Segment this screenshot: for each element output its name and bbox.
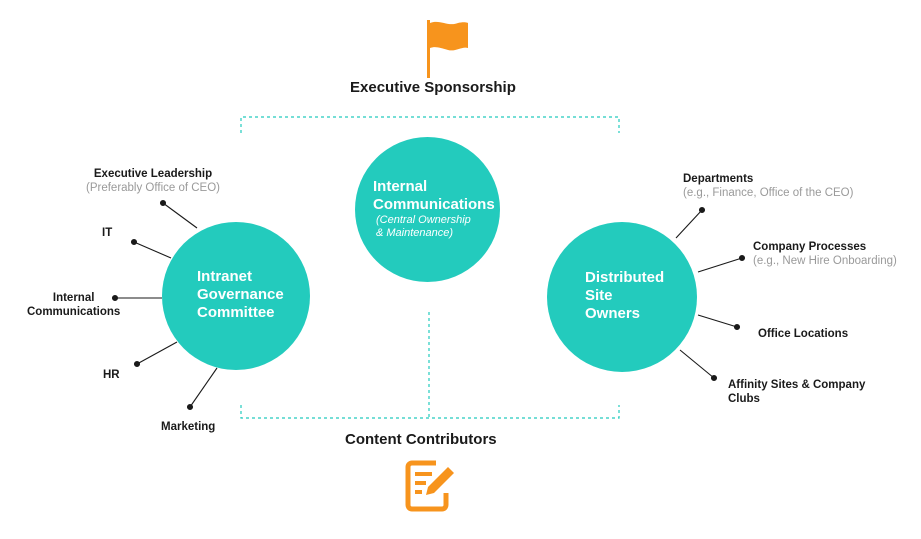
center-title-line1: Internal	[373, 178, 428, 195]
left-title-line2: Governance	[197, 286, 284, 303]
company-processes-sub: (e.g., New Hire Onboarding)	[753, 255, 897, 267]
company-processes-title: Company Processes	[753, 241, 867, 253]
label-marketing: Marketing	[161, 421, 216, 433]
intranet-governance-circle: Intranet Governance Committee	[162, 222, 310, 370]
content-contributors-heading: Content Contributors	[345, 431, 497, 448]
left-title-line3: Committee	[197, 304, 275, 321]
internal-communications-line1: Internal	[52, 292, 95, 304]
center-subtitle-line1: (Central Ownership	[376, 214, 471, 226]
label-internal-communications: Internal Communications	[27, 291, 120, 319]
internal-communications-line2: Communications	[27, 306, 121, 318]
label-affinity-sites: Affinity Sites & Company Clubs	[728, 378, 865, 406]
executive-sponsorship-heading: Executive Sponsorship	[350, 79, 516, 96]
internal-communications-circle: Internal Communications (Central Ownersh…	[355, 137, 500, 282]
label-company-processes: Company Processes (e.g., New Hire Onboar…	[753, 240, 897, 268]
label-executive-leadership: Executive Leadership (Preferably Office …	[86, 167, 220, 195]
center-subtitle-line2: & Maintenance)	[376, 227, 454, 239]
left-title-line1: Intranet	[197, 268, 253, 285]
right-title-line1: Distributed	[585, 269, 665, 286]
edit-document-icon	[404, 459, 458, 513]
affinity-sites-line1: Affinity Sites & Company	[728, 379, 866, 391]
departments-sub: (e.g., Finance, Office of the CEO)	[683, 187, 854, 199]
executive-leadership-sub: (Preferably Office of CEO)	[86, 182, 220, 194]
affinity-sites-line2: Clubs	[728, 393, 760, 405]
departments-title: Departments	[683, 173, 754, 185]
label-departments: Departments (e.g., Finance, Office of th…	[683, 172, 853, 200]
executive-leadership-title: Executive Leadership	[93, 168, 213, 180]
label-it: IT	[102, 227, 113, 239]
label-hr: HR	[103, 369, 120, 381]
flag-icon	[420, 18, 470, 80]
right-title-line3: Owners	[585, 305, 641, 322]
center-title-line2: Communications	[373, 196, 495, 213]
distributed-site-owners-circle: Distributed Site Owners	[547, 222, 697, 372]
label-office-locations: Office Locations	[758, 328, 849, 340]
right-title-line2: Site	[585, 287, 613, 304]
